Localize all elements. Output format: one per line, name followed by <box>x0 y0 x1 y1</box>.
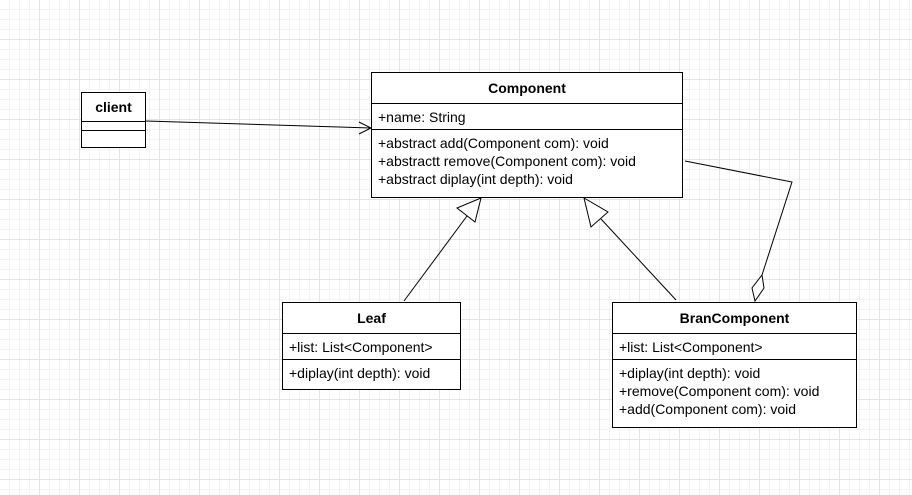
method: +abstract add(Component com): void <box>378 135 609 151</box>
methods-compartment: +diplay(int depth): void <box>283 360 460 385</box>
methods-compartment: +diplay(int depth): void +remove(Compone… <box>613 360 856 421</box>
method: +abstractt remove(Component com): void <box>378 153 636 169</box>
attribute: +list: List<Component> <box>619 339 763 355</box>
attribute: +list: List<Component> <box>289 339 433 355</box>
class-brancomponent[interactable]: BranComponent +list: List<Component> +di… <box>612 302 857 428</box>
methods-compartment <box>82 131 145 147</box>
method: +diplay(int depth): void <box>289 365 431 381</box>
aggregation-line[interactable] <box>684 160 793 276</box>
method: +diplay(int depth): void <box>619 365 761 381</box>
methods-compartment: +abstract add(Component com): void +abst… <box>372 130 682 191</box>
class-name: client <box>82 93 145 122</box>
attributes-compartment: +name: String <box>372 104 682 130</box>
class-name: Component <box>372 73 682 104</box>
class-name: Leaf <box>283 303 460 334</box>
attributes-compartment: +list: List<Component> <box>283 334 460 360</box>
attribute: +name: String <box>378 109 466 125</box>
class-leaf[interactable]: Leaf +list: List<Component> +diplay(int … <box>282 302 461 390</box>
method: +remove(Component com): void <box>619 383 820 399</box>
bran-generalization-line[interactable] <box>600 218 677 301</box>
aggregation-diamond <box>751 273 765 303</box>
class-component[interactable]: Component +name: String +abstract add(Co… <box>371 72 683 198</box>
association-line[interactable] <box>145 120 372 129</box>
attributes-compartment: +list: List<Component> <box>613 334 856 360</box>
class-name: BranComponent <box>613 303 856 334</box>
attributes-compartment <box>82 122 145 131</box>
method: +add(Component com): void <box>619 401 797 417</box>
leaf-generalization-triangle <box>456 197 482 223</box>
leaf-generalization-line[interactable] <box>403 215 468 302</box>
class-client[interactable]: client <box>81 92 146 148</box>
bran-generalization-triangle <box>583 196 609 228</box>
method: +abstract diplay(int depth): void <box>378 171 573 187</box>
